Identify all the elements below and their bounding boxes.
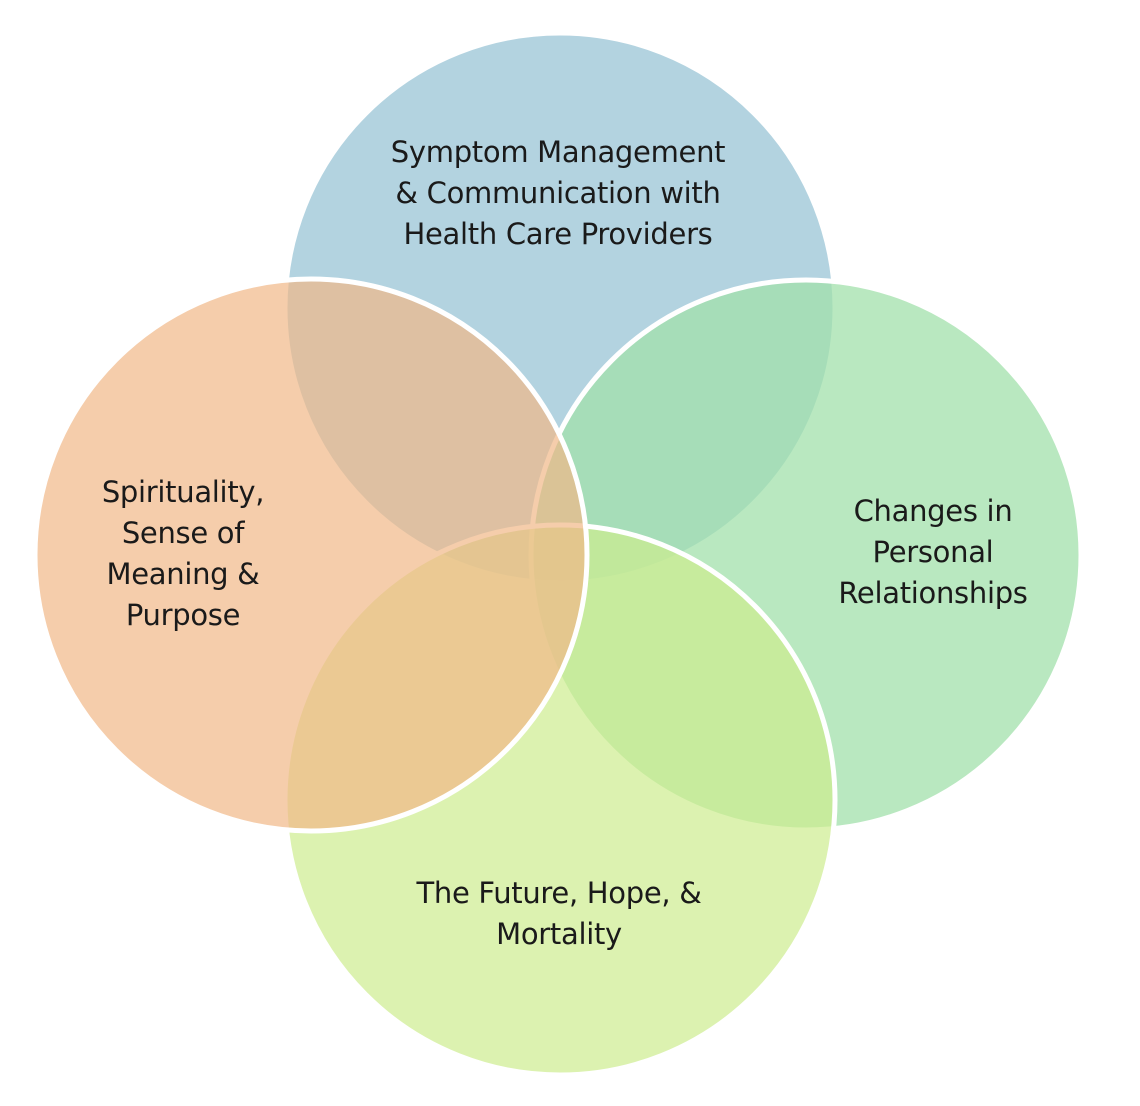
- label-line: Personal: [872, 535, 994, 569]
- label-personal-relationships: Changes in Personal Relationships: [838, 491, 1028, 614]
- label-line: Changes in: [853, 494, 1013, 528]
- label-symptom-management: Symptom Management & Communication with …: [390, 132, 726, 255]
- label-line: Spirituality,: [101, 475, 265, 509]
- label-line: Meaning &: [106, 557, 260, 591]
- circle-spirituality-meaning: [32, 276, 590, 834]
- label-line: Relationships: [838, 576, 1028, 610]
- label-line: Purpose: [125, 598, 241, 632]
- label-line: Symptom Management: [390, 135, 726, 169]
- label-line: Mortality: [496, 917, 622, 951]
- label-line: Sense of: [121, 516, 245, 550]
- label-line: Health Care Providers: [403, 217, 713, 251]
- label-spirituality-meaning: Spirituality, Sense of Meaning & Purpose: [101, 472, 265, 636]
- label-line: & Communication with: [395, 176, 721, 210]
- label-future-hope-mortality: The Future, Hope, & Mortality: [416, 873, 701, 955]
- label-line: The Future, Hope, &: [416, 876, 702, 910]
